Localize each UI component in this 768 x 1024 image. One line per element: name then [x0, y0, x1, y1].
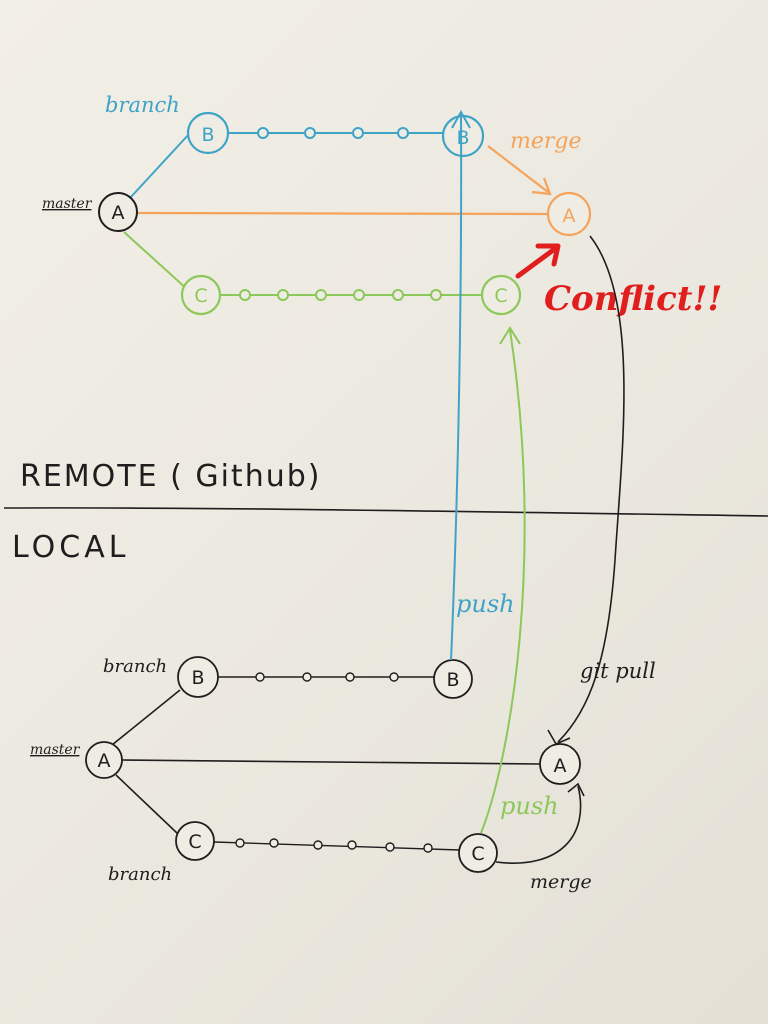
- remote-merge-arrow: [487, 145, 549, 193]
- remote-master-label: master: [42, 196, 93, 212]
- local-section-label: LOCAL: [12, 530, 129, 565]
- commit-dot: [397, 127, 409, 139]
- node-label: A: [112, 202, 125, 224]
- commit-dot: [353, 289, 365, 301]
- remote-b-commits: [257, 127, 409, 139]
- remote-diagram: A B B C C A branch master merge Conflict…: [42, 93, 722, 319]
- local-c-commit-line: [213, 841, 461, 851]
- commit-dot: [269, 838, 279, 848]
- commit-dot: [385, 842, 395, 852]
- node-label: B: [446, 669, 459, 691]
- local-branch-bottom-label: branch: [108, 864, 172, 885]
- conflict-label: Conflict!!: [544, 279, 722, 319]
- commit-dot: [239, 289, 251, 301]
- local-branch-c-line: [115, 774, 179, 835]
- commit-dot: [255, 672, 265, 682]
- remote-branch-c-line: [123, 231, 189, 291]
- push-blue-arrowhead: [451, 109, 471, 129]
- push-blue-arrow: [450, 111, 463, 661]
- remote-branch-label: branch: [105, 93, 180, 117]
- divider-line: [3, 507, 768, 517]
- git-pull-arrowhead: [547, 729, 571, 746]
- local-diagram: A B B C C A branch master branch merge g…: [30, 656, 656, 893]
- node-label: A: [98, 750, 111, 772]
- local-c-commits: [235, 838, 433, 853]
- push-green-arrowhead: [499, 326, 521, 345]
- remote-node-master-a: A: [98, 192, 138, 232]
- remote-c-commits: [239, 289, 442, 301]
- commit-dot: [257, 127, 269, 139]
- remote-section-label: REMOTE ( Github): [20, 459, 321, 494]
- conflict-arrowhead: [535, 243, 561, 267]
- remote-merge-arrowhead: [531, 177, 552, 196]
- local-node-master-a: A: [85, 741, 123, 779]
- node-label: C: [194, 285, 207, 307]
- commit-dot: [423, 843, 433, 853]
- node-label: A: [554, 755, 567, 777]
- local-node-merged-a: A: [539, 743, 581, 785]
- local-b-commits: [255, 672, 399, 682]
- commit-dot: [302, 672, 312, 682]
- remote-node-b-end: B: [441, 114, 485, 158]
- node-label: C: [494, 285, 507, 307]
- local-master-label: master: [30, 742, 81, 758]
- node-label: A: [563, 205, 576, 227]
- local-node-c-end: C: [458, 833, 498, 873]
- commit-dot: [392, 289, 404, 301]
- remote-node-c-end: C: [480, 274, 522, 316]
- commit-dot: [389, 672, 399, 682]
- remote-branch-b-line: [129, 132, 191, 199]
- commit-dot: [347, 840, 357, 850]
- node-label: B: [201, 124, 214, 146]
- node-label: B: [456, 127, 469, 149]
- local-branch-b-line: [111, 689, 181, 746]
- local-merge-arrowhead: [567, 782, 585, 797]
- remote-merge-label: merge: [510, 129, 582, 154]
- node-label: C: [471, 843, 484, 865]
- commit-dot: [277, 289, 289, 301]
- conflict-arrow: [515, 245, 559, 279]
- local-node-b-end: B: [433, 659, 473, 699]
- local-node-c-start: C: [175, 821, 215, 861]
- commit-dot: [430, 289, 442, 301]
- node-label: B: [191, 667, 204, 689]
- git-pull-arrow: [557, 235, 625, 743]
- remote-node-merged-a: A: [546, 191, 592, 237]
- commit-dot: [235, 838, 245, 848]
- local-branch-top-label: branch: [103, 656, 167, 677]
- commit-dot: [345, 672, 355, 682]
- remote-master-line: [137, 211, 549, 216]
- push-green-arrow: [480, 329, 526, 834]
- remote-node-b-start: B: [186, 111, 230, 155]
- remote-node-c-start: C: [180, 274, 222, 316]
- local-master-line: [121, 759, 541, 765]
- push-blue-label: push: [456, 590, 515, 618]
- local-merge-label: merge: [530, 871, 592, 893]
- git-pull-label: git pull: [580, 659, 656, 683]
- commit-dot: [352, 127, 364, 139]
- push-green-label: push: [500, 792, 559, 820]
- node-label: C: [188, 831, 201, 853]
- commit-dot: [313, 840, 323, 850]
- section-divider: REMOTE ( Github) LOCAL: [3, 459, 768, 565]
- local-node-b-start: B: [177, 656, 219, 698]
- commit-dot: [304, 127, 316, 139]
- local-merge-arrow: [495, 785, 582, 864]
- commit-dot: [315, 289, 327, 301]
